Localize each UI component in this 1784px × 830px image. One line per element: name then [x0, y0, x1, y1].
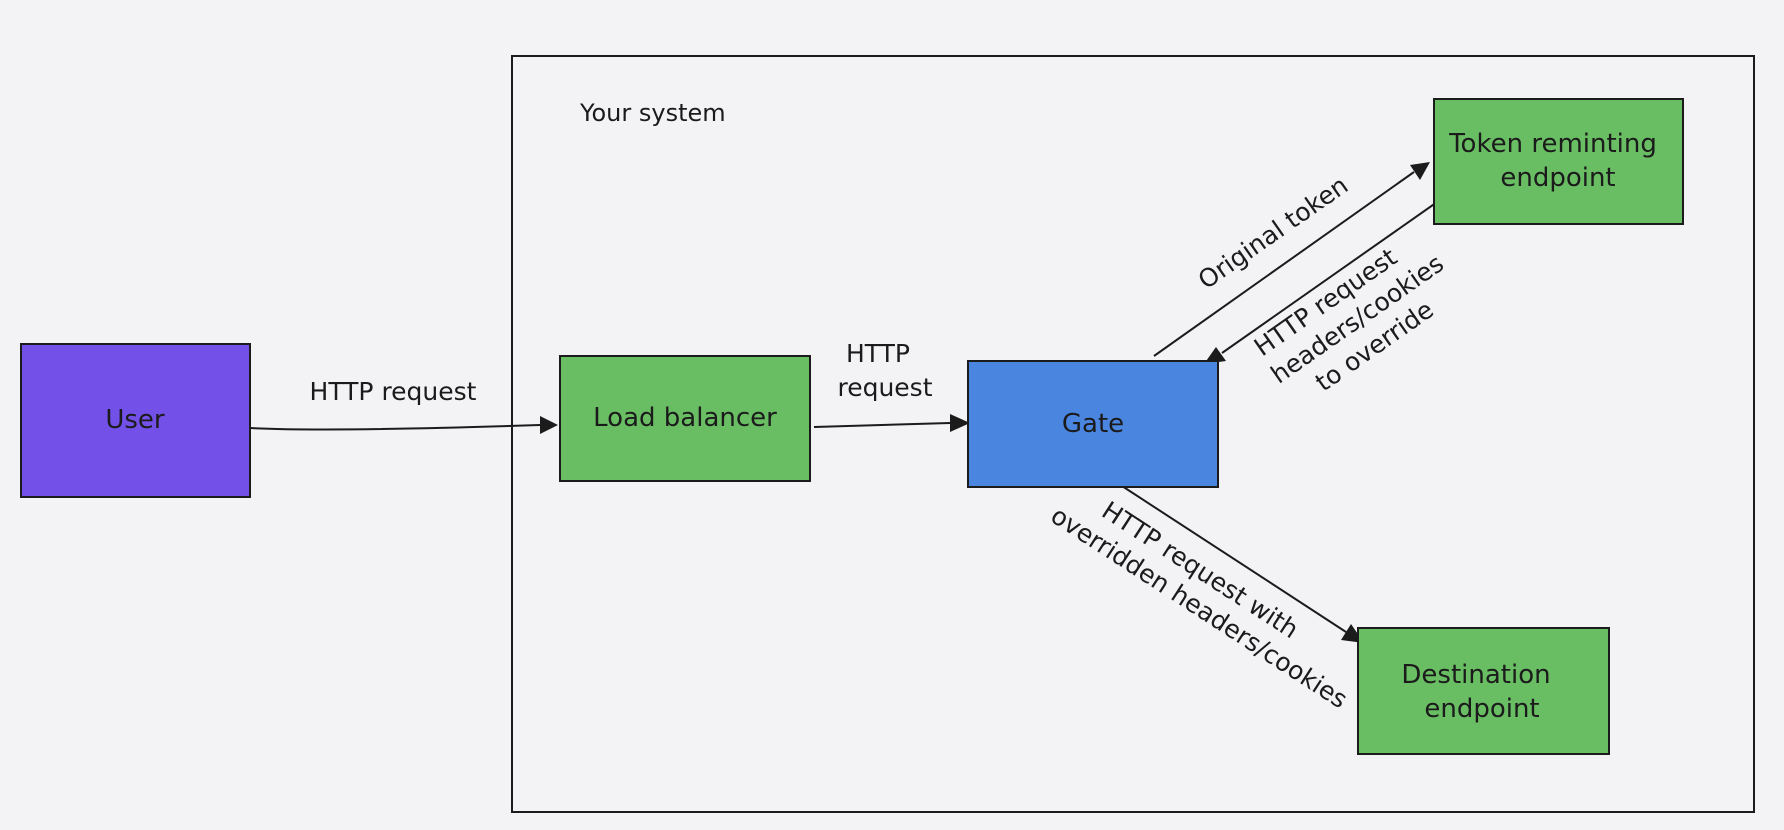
node-user: User [20, 343, 251, 498]
node-destination-label-line2: endpoint [1424, 694, 1539, 724]
node-load-balancer-box [559, 355, 811, 482]
node-token-reminting-label-line1: Token reminting [1448, 129, 1657, 159]
edge-label-user-to-lb: HTTP request [310, 377, 477, 406]
node-gate: Gate [967, 360, 1219, 488]
node-user-box [20, 343, 251, 498]
node-destination-box [1357, 627, 1610, 755]
node-token-reminting-label-line2: endpoint [1500, 163, 1615, 193]
node-destination: Destination endpoint [1357, 627, 1610, 755]
node-token-reminting-box [1433, 98, 1684, 225]
node-user-label: User [105, 405, 165, 435]
node-destination-label-line1: Destination [1401, 660, 1550, 690]
node-gate-label: Gate [1062, 409, 1124, 439]
edge-label-lb-to-gate-line2: request [837, 373, 932, 402]
edge-user-to-load-balancer: HTTP request [249, 377, 558, 434]
system-label: Your system [579, 99, 726, 127]
node-token-reminting: Token reminting endpoint [1433, 98, 1684, 225]
edge-lb-to-gate: HTTP request [813, 339, 970, 432]
system-boundary: Your system [511, 55, 1755, 813]
edge-token-to-gate: HTTP request headers/cookies to override [1204, 199, 1449, 397]
node-gate-box [967, 360, 1219, 488]
edge-label-lb-to-gate-line1: HTTP [846, 339, 910, 368]
node-load-balancer: Load balancer [559, 355, 811, 482]
node-load-balancer-label: Load balancer [593, 403, 777, 433]
edge-gate-to-destination: HTTP request with overridden headers/coo… [1046, 485, 1364, 714]
